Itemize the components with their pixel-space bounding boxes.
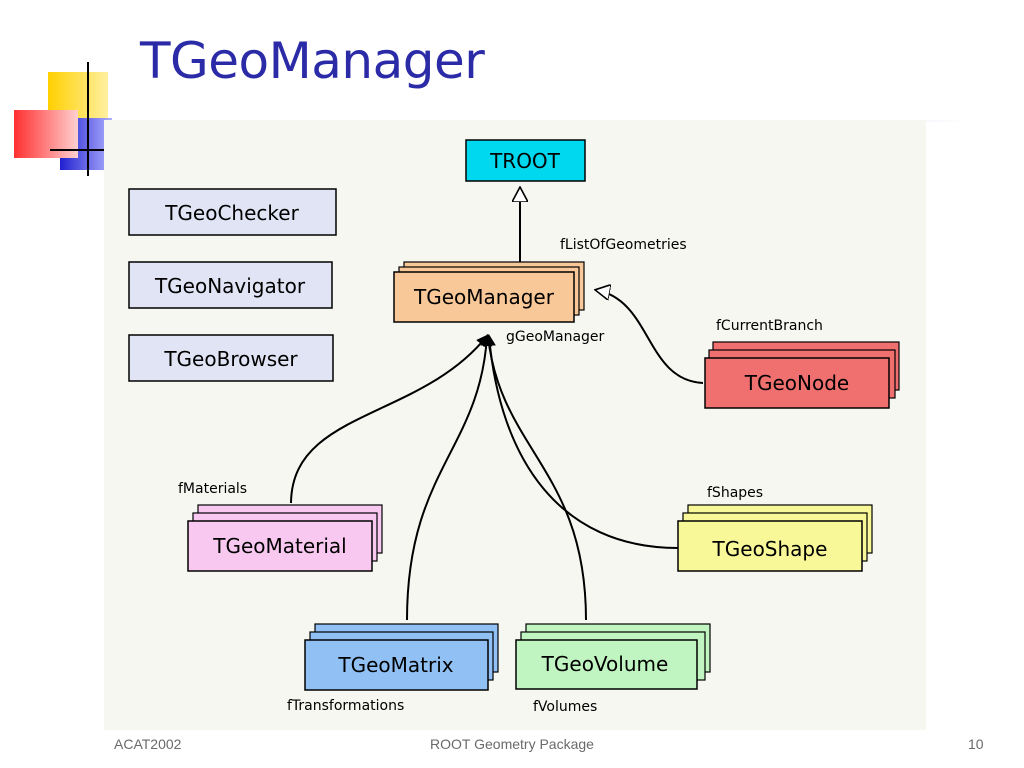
connectors <box>290 188 704 621</box>
navigator-label: TGeoNavigator <box>154 274 306 298</box>
troot-label: TROOT <box>489 149 561 173</box>
shape-box: TGeoShape <box>677 504 873 572</box>
slide-logo <box>14 62 112 176</box>
checker-label: TGeoChecker <box>164 201 299 225</box>
shape-label: TGeoShape <box>712 537 828 561</box>
browser-box: TGeoBrowser <box>128 334 334 382</box>
label-g-geo-manager: gGeoManager <box>506 329 605 345</box>
footer-page-number: 10 <box>968 736 984 752</box>
label-current-branch: fCurrentBranch <box>716 318 823 334</box>
volume-box: TGeoVolume <box>515 623 711 690</box>
connector-shape-to-manager <box>483 334 679 549</box>
footer-center: ROOT Geometry Package <box>430 736 594 752</box>
material-label: TGeoMaterial <box>212 534 347 558</box>
browser-label: TGeoBrowser <box>163 347 298 371</box>
footer-left: ACAT2002 <box>114 736 182 752</box>
volume-label: TGeoVolume <box>541 652 669 676</box>
label-volumes: fVolumes <box>533 699 597 715</box>
label-transformations: fTransformations <box>287 698 404 714</box>
matrix-box: TGeoMatrix <box>304 623 499 691</box>
matrix-label: TGeoMatrix <box>337 653 453 677</box>
label-materials: fMaterials <box>178 481 247 497</box>
label-list-of-geometries: fListOfGeometries <box>560 237 687 253</box>
connector-node-to-manager <box>596 290 704 384</box>
node-box: TGeoNode <box>704 341 900 409</box>
connector-material-to-manager <box>290 334 489 504</box>
troot-box: TROOT <box>465 139 586 182</box>
node-label: TGeoNode <box>744 371 849 395</box>
manager-box: TGeoManager <box>393 261 585 323</box>
connector-matrix-to-manager <box>406 334 493 621</box>
checker-box: TGeoChecker <box>128 188 337 236</box>
navigator-box: TGeoNavigator <box>128 261 333 309</box>
connector-volume-to-manager <box>483 334 587 621</box>
slide-title: TGeoManager <box>140 32 485 90</box>
label-shapes: fShapes <box>707 485 763 501</box>
manager-label: TGeoManager <box>413 285 555 309</box>
material-box: TGeoMaterial <box>187 504 383 572</box>
